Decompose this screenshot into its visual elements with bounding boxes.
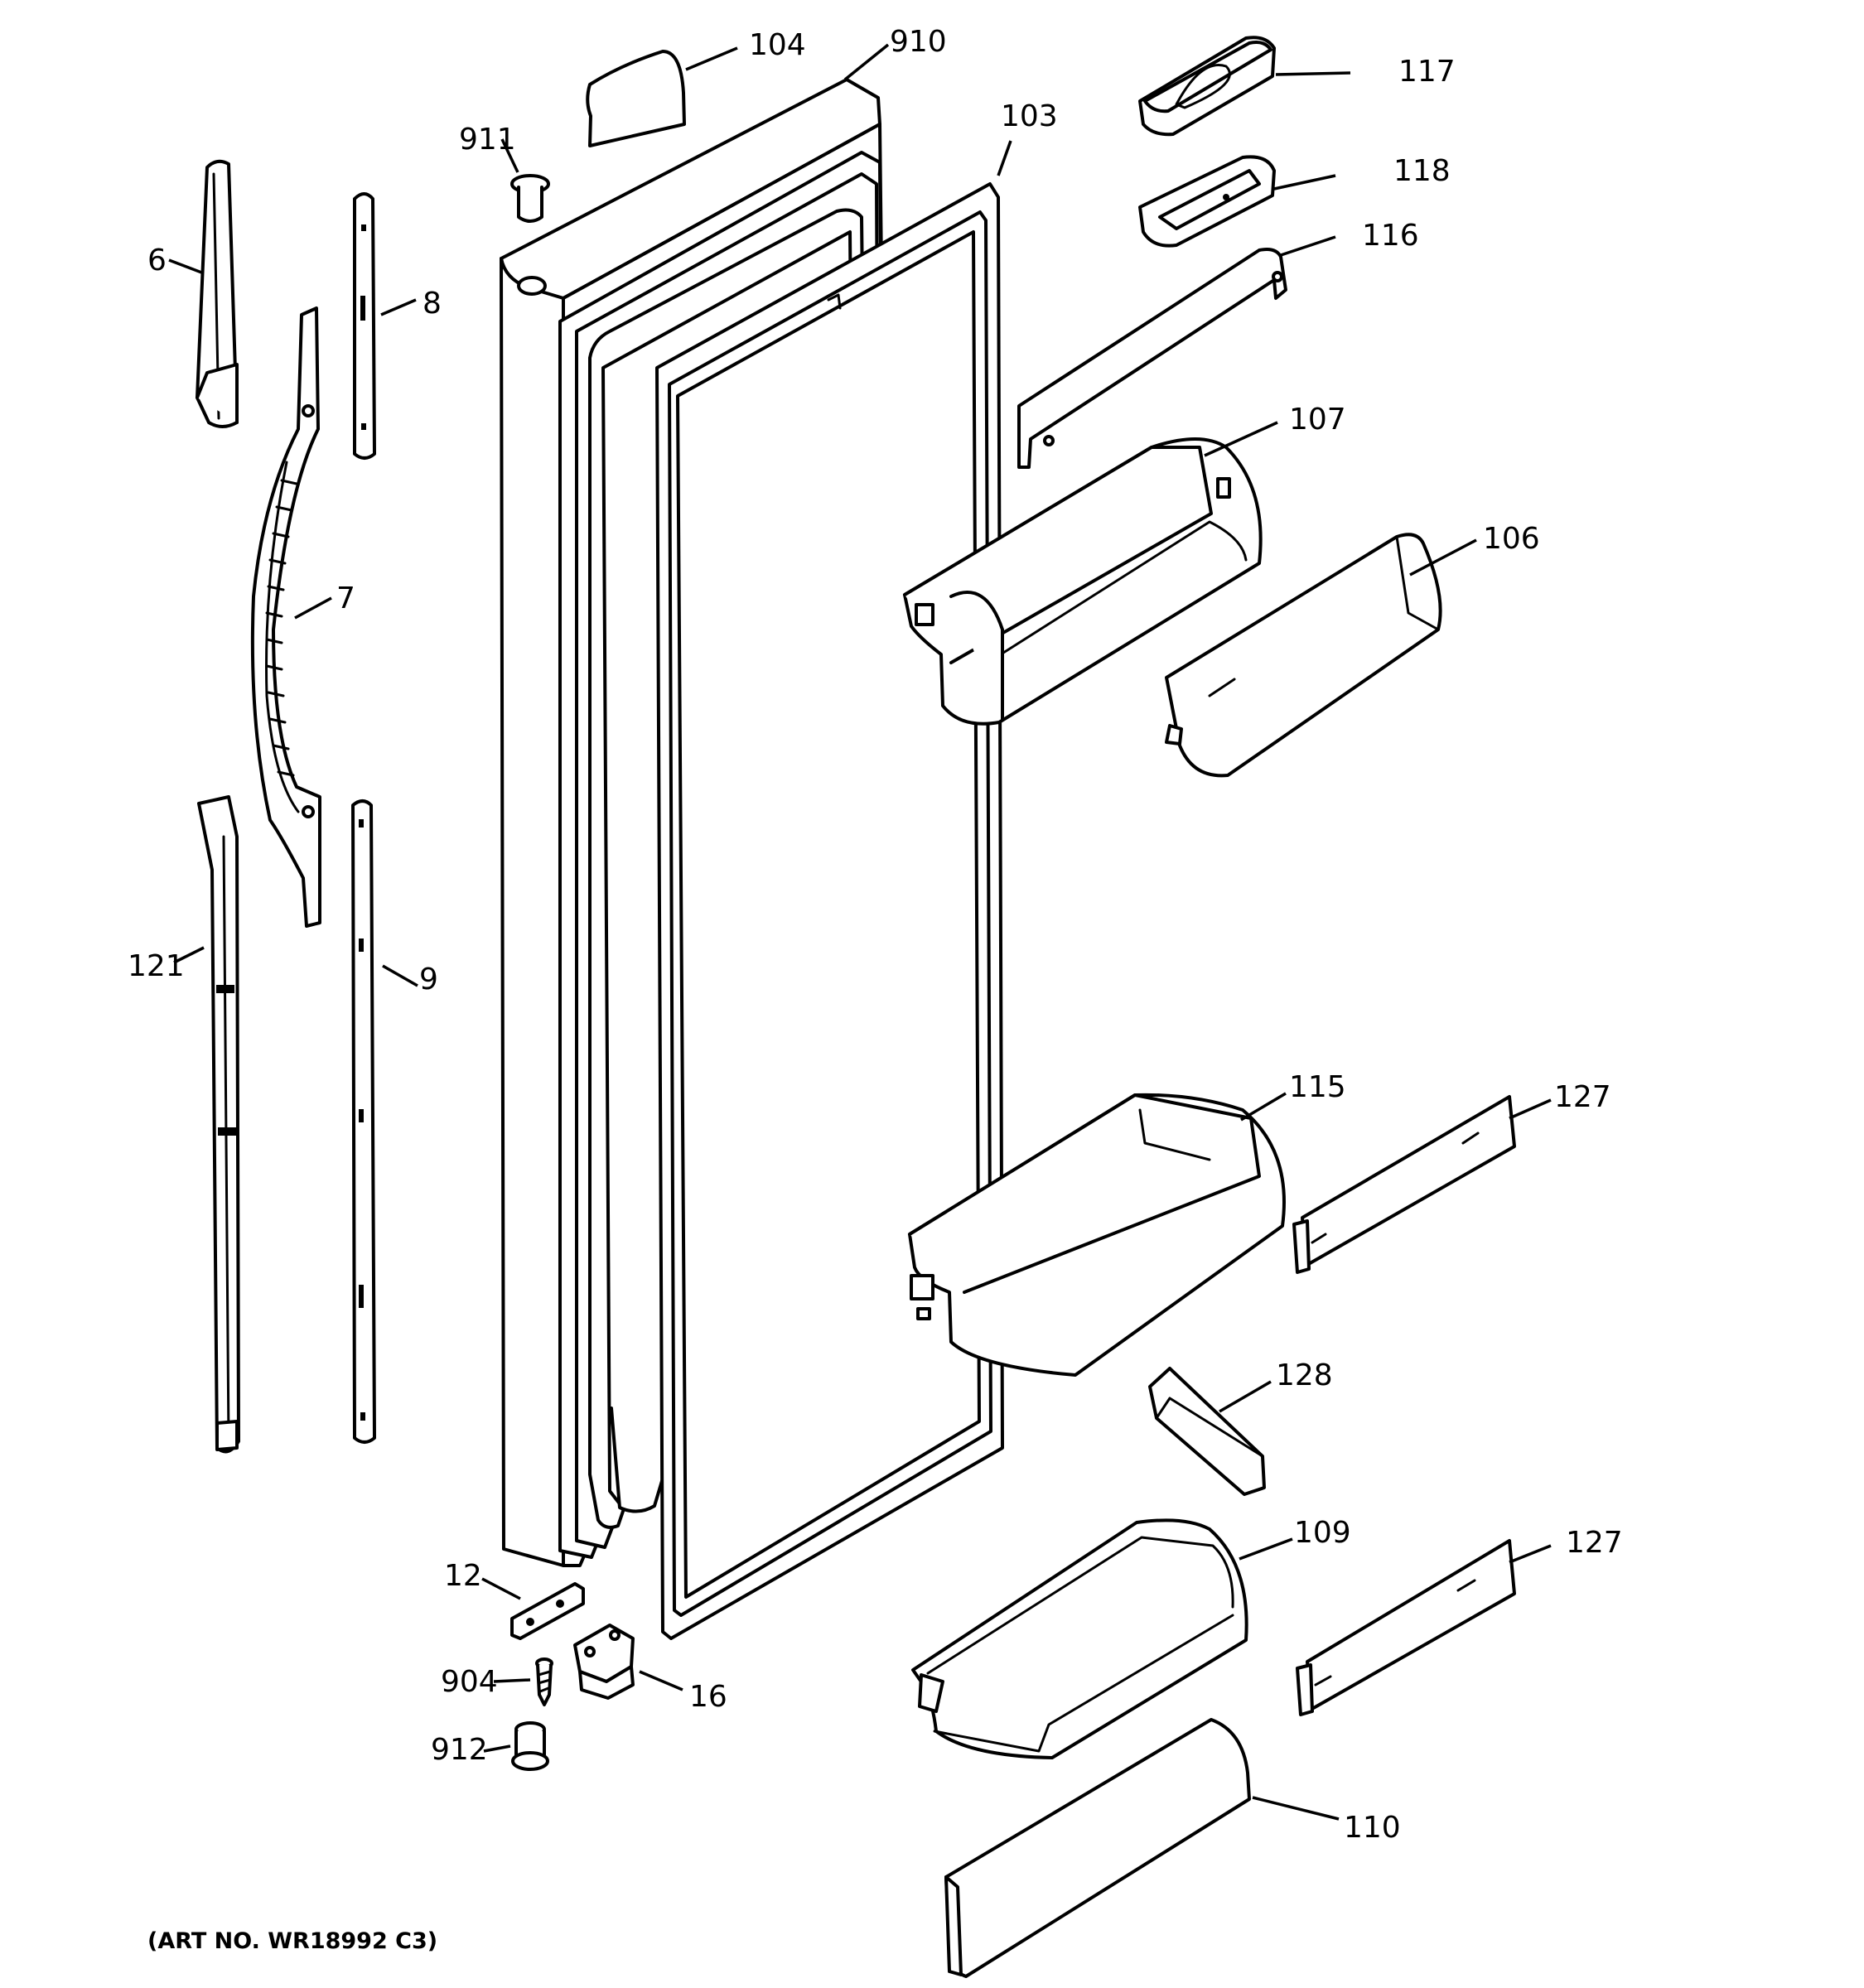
callout-127-lower: 127 <box>1566 1526 1623 1560</box>
part-7-handle <box>250 306 321 928</box>
part-128-divider <box>1148 1367 1266 1496</box>
callout-910: 910 <box>890 25 947 59</box>
callout-12: 12 <box>444 1559 482 1593</box>
part-12-hinge-plate <box>510 1582 585 1640</box>
part-107-upper-bin <box>903 437 1263 726</box>
leader-lines <box>168 43 1552 1821</box>
callout-7: 7 <box>336 581 355 615</box>
callout-904: 904 <box>441 1665 498 1699</box>
callout-911: 911 <box>459 123 516 157</box>
part-116-shelf-rail <box>1017 248 1287 469</box>
part-117-dairy-door <box>1138 36 1276 137</box>
callout-128: 128 <box>1276 1358 1333 1392</box>
part-127-bin-front-lower <box>1296 1539 1516 1716</box>
handle-grip-ribs <box>265 479 298 777</box>
part-118-dairy-bin <box>1138 155 1276 248</box>
part-110-bin-front <box>944 1718 1251 1978</box>
part-16-bottom-hinge <box>573 1624 635 1700</box>
part-8-upper-strap <box>353 192 376 460</box>
callout-104: 104 <box>749 28 806 62</box>
callout-16: 16 <box>689 1680 727 1714</box>
part-6-top-trim <box>196 159 239 428</box>
callout-118: 118 <box>1393 154 1451 188</box>
part-912-bearing <box>511 1721 549 1771</box>
callout-6: 6 <box>147 244 167 277</box>
callout-labels: 104 910 911 103 117 118 116 6 8 7 107 10… <box>128 25 1623 1845</box>
callout-117: 117 <box>1398 55 1456 89</box>
part-109-lower-bin <box>911 1518 1248 1759</box>
callout-116: 116 <box>1362 219 1419 253</box>
part-911-bushing <box>510 174 550 223</box>
part-904-screw <box>535 1657 553 1706</box>
part-104-hinge-cover <box>586 50 686 147</box>
callout-912: 912 <box>431 1733 488 1767</box>
part-127-bin-front-upper <box>1292 1095 1516 1274</box>
callout-106: 106 <box>1483 522 1540 556</box>
callout-9: 9 <box>419 963 438 996</box>
part-115-middle-bin <box>908 1093 1286 1377</box>
part-121-bottom-trim <box>197 795 240 1454</box>
part-9-lower-strap <box>351 799 376 1444</box>
callout-107: 107 <box>1289 403 1346 437</box>
callout-103: 103 <box>1001 99 1058 133</box>
callout-127-upper: 127 <box>1554 1080 1611 1114</box>
callout-110: 110 <box>1344 1811 1401 1845</box>
art-number-caption: (ART NO. WR18992 C3) <box>147 1928 437 1954</box>
part-106-bin-front <box>1165 533 1442 778</box>
callout-8: 8 <box>423 287 442 321</box>
callout-115: 115 <box>1289 1070 1346 1104</box>
callout-109: 109 <box>1294 1516 1351 1550</box>
callout-121: 121 <box>128 949 185 983</box>
part-103-door-gasket <box>655 182 1004 1640</box>
